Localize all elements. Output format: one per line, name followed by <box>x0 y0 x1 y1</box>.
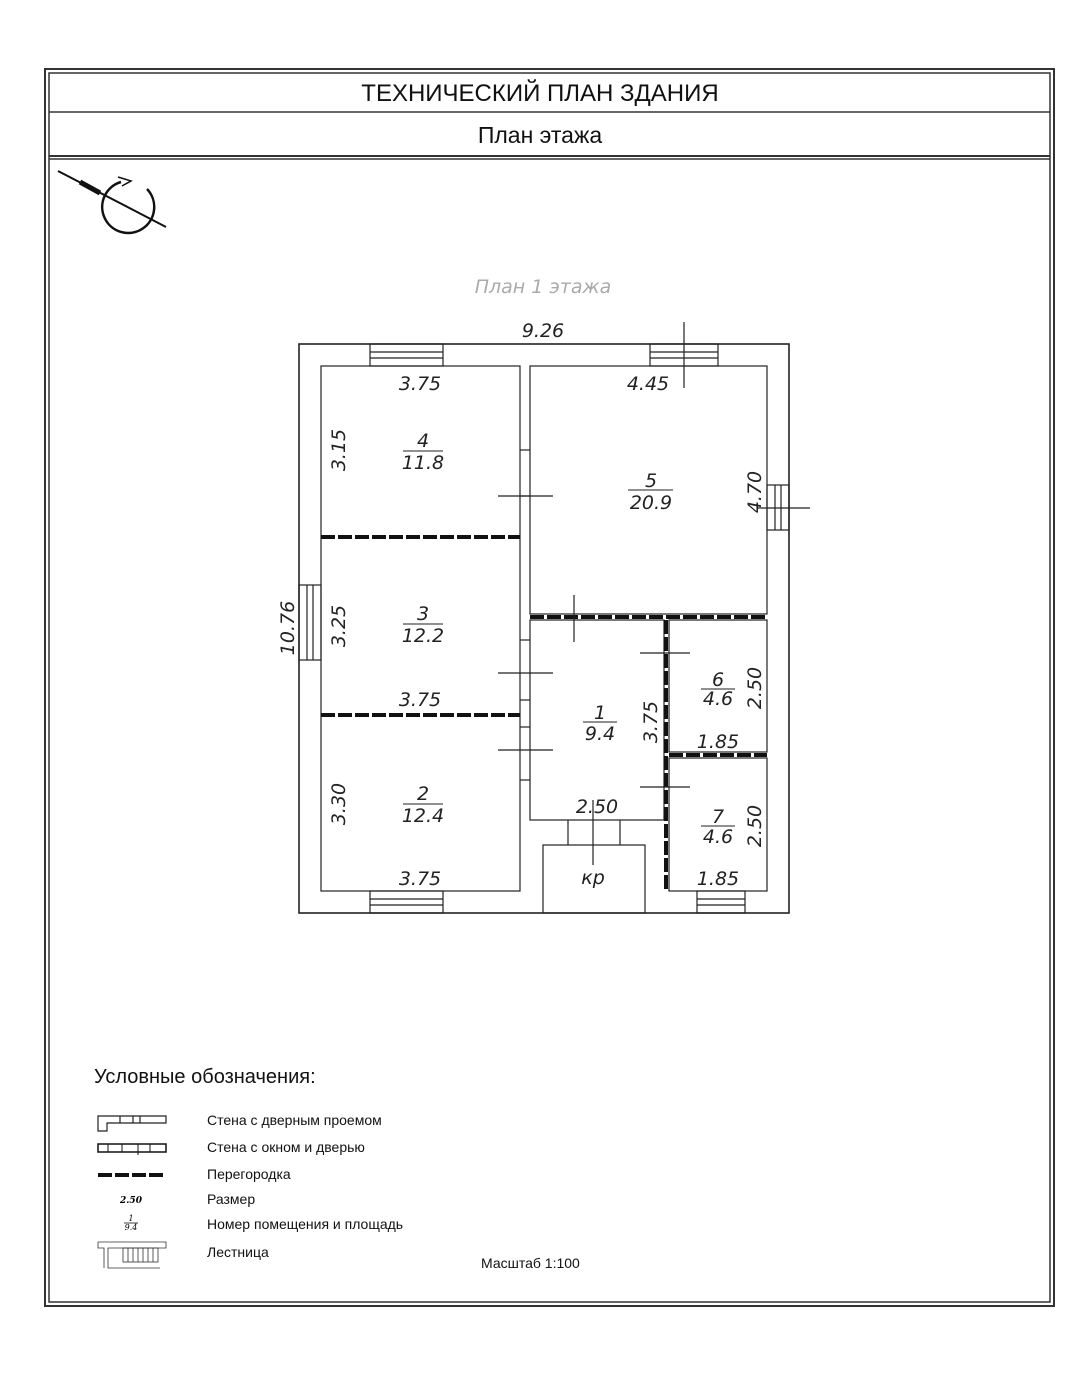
door-marks <box>498 322 810 865</box>
svg-text:5: 5 <box>645 470 657 492</box>
svg-text:7: 7 <box>712 806 724 828</box>
room-number-icon: 1 9.4 <box>124 1214 138 1232</box>
legend-label: Перегородка <box>207 1166 291 1182</box>
svg-text:4.6: 4.6 <box>703 688 733 710</box>
svg-text:2: 2 <box>417 783 429 805</box>
svg-text:9.4: 9.4 <box>125 1223 138 1232</box>
sheet-frame <box>44 68 1055 1307</box>
floor-plan <box>298 322 810 914</box>
room-6-length: 2.50 <box>744 667 766 709</box>
legend-label: Размер <box>207 1191 255 1207</box>
plan-caption: План 1 этажа <box>475 276 612 298</box>
legend-label: Стена с дверным проемом <box>207 1112 382 1128</box>
svg-text:12.4: 12.4 <box>402 805 444 827</box>
legend-title: Условные обозначения: <box>94 1066 316 1088</box>
svg-text:11.8: 11.8 <box>402 452 444 474</box>
room-5-length: 4.70 <box>744 471 766 513</box>
sheet-subtitle: План этажа <box>478 122 603 148</box>
room-1-label: 1 9.4 <box>583 702 617 745</box>
room-2-length: 3.30 <box>328 783 350 825</box>
room-6-width: 1.85 <box>697 731 739 753</box>
svg-text:1: 1 <box>128 1214 133 1223</box>
porch-label: кр <box>581 867 605 889</box>
sheet-title: ТЕХНИЧЕСКИЙ ПЛАН ЗДАНИЯ <box>361 79 718 107</box>
svg-text:6: 6 <box>712 669 724 691</box>
overall-height: 10.76 <box>277 601 299 655</box>
room-6-label: 6 4.6 <box>701 669 735 710</box>
legend-label: Лестница <box>207 1244 269 1260</box>
svg-text:9.4: 9.4 <box>585 723 615 745</box>
scale-label: Масштаб 1:100 <box>481 1255 580 1271</box>
svg-text:1: 1 <box>594 702 606 724</box>
svg-text:20.9: 20.9 <box>630 492 672 514</box>
overall-width: 9.26 <box>522 320 564 342</box>
room-7-width: 1.85 <box>697 868 739 890</box>
legend-label: Номер помещения и площадь <box>207 1216 403 1232</box>
room-1-width: 2.50 <box>576 796 618 818</box>
room-4-label: 4 11.8 <box>402 430 444 474</box>
svg-text:3: 3 <box>417 603 429 625</box>
room-2-width: 3.75 <box>399 868 441 890</box>
svg-text:12.2: 12.2 <box>402 625 444 647</box>
room-3-width: 3.75 <box>399 689 441 711</box>
room-7-label: 7 4.6 <box>701 806 735 848</box>
stairs-icon <box>97 1241 167 1269</box>
room-5-label: 5 20.9 <box>628 470 673 514</box>
wall-window-door-icon <box>97 1143 167 1155</box>
room-2-label: 2 12.4 <box>402 783 444 827</box>
wall-door-icon <box>97 1115 167 1132</box>
dimension-icon: 2.50 <box>119 1196 143 1206</box>
room-3-label: 3 12.2 <box>402 603 444 647</box>
room-4-width: 3.75 <box>399 373 441 395</box>
legend-label: Стена с окном и дверью <box>207 1139 365 1155</box>
north-arrow-icon <box>57 170 167 235</box>
room-5-width: 4.45 <box>627 373 669 395</box>
room-1-length: 3.75 <box>640 701 662 743</box>
room-7-length: 2.50 <box>744 805 766 847</box>
svg-text:4.6: 4.6 <box>703 826 733 848</box>
room-4-length: 3.15 <box>328 429 350 471</box>
room-3-length: 3.25 <box>328 605 350 647</box>
svg-text:4: 4 <box>417 430 429 452</box>
